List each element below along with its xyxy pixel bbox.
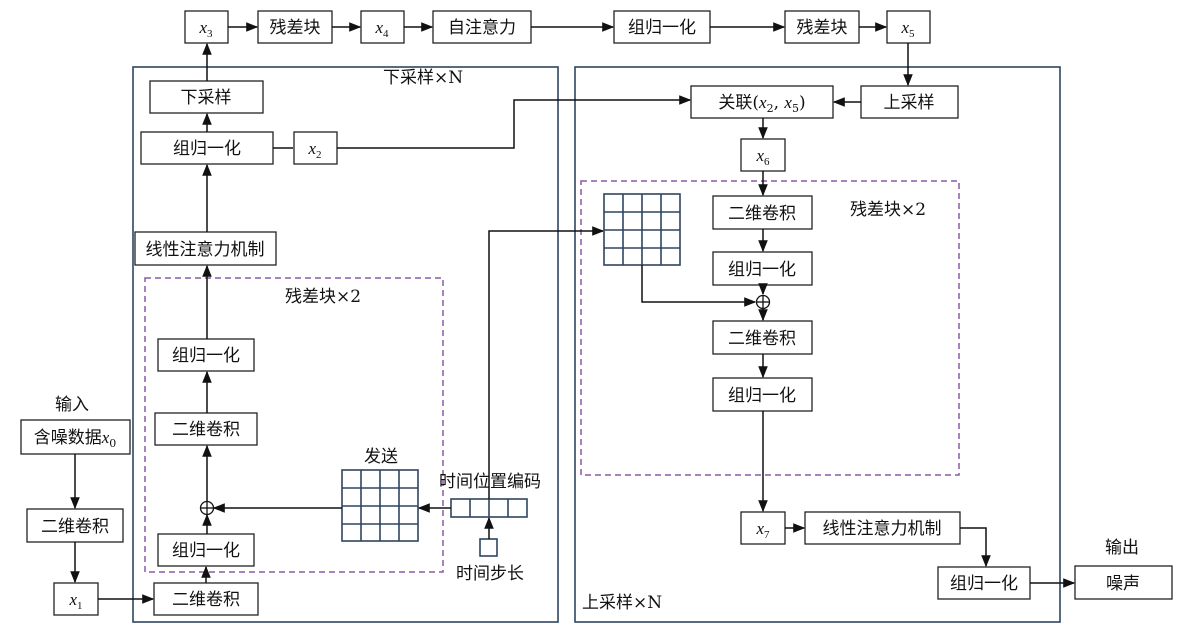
residual-block-down-group xyxy=(144,277,444,573)
x7-box xyxy=(740,511,786,545)
x6-label: x6 xyxy=(755,146,770,168)
up-grid xyxy=(603,193,681,266)
self-attention-label: 自注意力 xyxy=(448,18,516,38)
conv2d-bottom-label: 二维卷积 xyxy=(172,590,240,610)
upsample-frame xyxy=(574,66,1061,623)
x1-box xyxy=(53,582,99,616)
x6-box xyxy=(740,138,786,172)
groupnorm-up-2-label: 组归一化 xyxy=(728,386,796,406)
linear-attention-up-label: 线性注意力机制 xyxy=(823,519,942,539)
conv2d-res-down-box xyxy=(154,412,258,446)
send-grid xyxy=(341,469,419,542)
residual-block-down-label: 残差块×2 xyxy=(285,287,361,307)
linear-attention-up-box xyxy=(804,511,961,545)
edge-pos-up-grid xyxy=(488,226,605,499)
groupnorm-res-down-top-box xyxy=(157,338,255,372)
output-label: 输出 xyxy=(1105,538,1139,558)
noise-output-label: 噪声 xyxy=(1106,574,1140,594)
input-label: 输入 xyxy=(55,395,89,415)
x4-label: x4 xyxy=(374,18,389,40)
edge-linattn-gn-final xyxy=(960,527,991,568)
residual-block-up-group xyxy=(580,180,960,476)
conv2d-left-box xyxy=(26,508,124,543)
groupnorm-final-box xyxy=(937,566,1031,600)
groupnorm-top-label: 组归一化 xyxy=(628,18,696,38)
conv2d-bottom-box xyxy=(153,582,259,616)
time-step-box xyxy=(479,538,498,557)
upsample-label: 上采样 xyxy=(884,93,935,113)
x3-box xyxy=(184,10,229,44)
linear-attention-down-label: 线性注意力机制 xyxy=(146,240,265,260)
groupnorm-res-down-top-label: 组归一化 xyxy=(172,346,240,366)
groupnorm-res-down-bottom-label: 组归一化 xyxy=(172,541,240,561)
downsample-frame-label: 下采样×N xyxy=(383,68,463,88)
groupnorm-res-down-bottom-box xyxy=(157,533,255,567)
residual-block-up-label: 残差块×2 xyxy=(850,200,926,220)
x5-label: x5 xyxy=(900,18,915,40)
edge-grid-add-up xyxy=(641,265,757,307)
x7-label: x7 xyxy=(755,519,770,541)
conv2d-up-2-label: 二维卷积 xyxy=(728,329,796,349)
conv2d-up-2-box xyxy=(712,320,813,355)
downsample-frame xyxy=(132,66,559,623)
time-position-encoding-vector xyxy=(450,498,528,518)
noisy-data-input-label: 含噪数据x0 xyxy=(34,428,117,450)
upsample-box xyxy=(860,85,959,119)
concat-box xyxy=(690,85,834,119)
conv2d-res-down-label: 二维卷积 xyxy=(172,420,240,440)
x3-label: x3 xyxy=(198,18,213,40)
groupnorm-down-label: 组归一化 xyxy=(173,139,241,159)
upsample-frame-label: 上采样×N xyxy=(582,593,662,613)
noisy-data-input-box xyxy=(20,419,131,455)
x2-label: x2 xyxy=(307,139,321,161)
time-position-encoding-label: 时间位置编码 xyxy=(439,472,541,492)
conv2d-up-1-label: 二维卷积 xyxy=(728,204,796,224)
x2-box xyxy=(293,131,338,165)
edge-x2-concat xyxy=(337,95,692,149)
concat-label: 关联(x2, x5) xyxy=(718,93,805,115)
x1-label: x1 xyxy=(68,590,82,612)
residual-block-top-1-label: 残差块 xyxy=(270,18,321,38)
groupnorm-final-label: 组归一化 xyxy=(950,574,1018,594)
conv2d-left-label: 二维卷积 xyxy=(41,517,109,537)
send-label: 发送 xyxy=(364,447,398,467)
x5-box xyxy=(886,10,931,44)
groupnorm-up-1-label: 组归一化 xyxy=(728,260,796,280)
downsample-label: 下采样 xyxy=(181,88,232,108)
residual-block-top-2-label: 残差块 xyxy=(797,18,848,38)
noise-output-box xyxy=(1074,565,1173,600)
time-step-label: 时间步长 xyxy=(456,564,524,584)
